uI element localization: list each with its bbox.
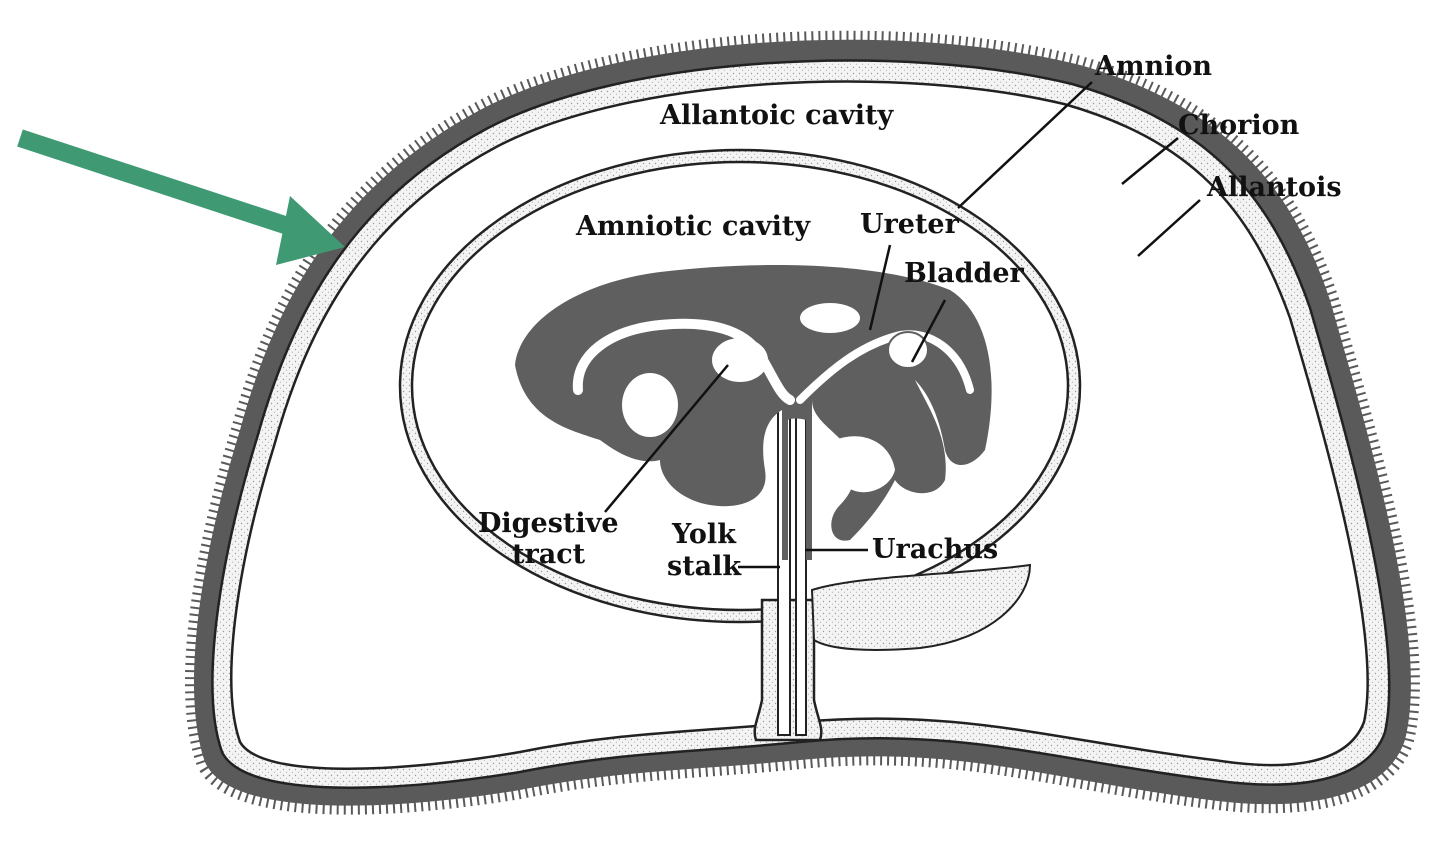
bladder [887, 331, 929, 369]
label-allantoic-cavity: Allantoic cavity [659, 100, 895, 131]
embryo-light-patch-1 [622, 373, 678, 437]
pointer-arrow-shaft [17, 129, 303, 239]
label-ureter: Ureter [860, 209, 960, 240]
urachus-canal [795, 399, 807, 736]
embryo-light-patch-4 [829, 436, 895, 493]
digestive-tract [572, 318, 795, 405]
digestive-tract-leader [604, 364, 729, 513]
label-amnion: Amnion [1094, 51, 1212, 82]
amnion-leader [957, 81, 1093, 209]
embryo-light-patch-2 [712, 338, 768, 382]
bladder-leader [910, 299, 947, 363]
label-urachus: Urachus [872, 534, 998, 565]
label-yolk-stalk-line2: stalk [667, 551, 742, 582]
label-yolk-stalk-line1: Yolk [671, 519, 737, 550]
label-allantois: Allantois [1206, 172, 1342, 203]
label-digestive-tract-line2: tract [512, 539, 586, 570]
label-digestive-tract-line1: Digestive [478, 508, 619, 539]
pointer-arrow-head [276, 196, 345, 265]
label-chorion: Chorion [1178, 110, 1300, 141]
allantois-stipple-patch [810, 563, 1032, 651]
label-bladder: Bladder [904, 258, 1025, 289]
label-amniotic-cavity: Amniotic cavity [575, 211, 811, 242]
chorion-leader [1121, 137, 1179, 185]
ureter-leader [868, 244, 892, 331]
allantois-leader [1137, 199, 1201, 257]
embryo-light-patch-3 [800, 303, 860, 333]
